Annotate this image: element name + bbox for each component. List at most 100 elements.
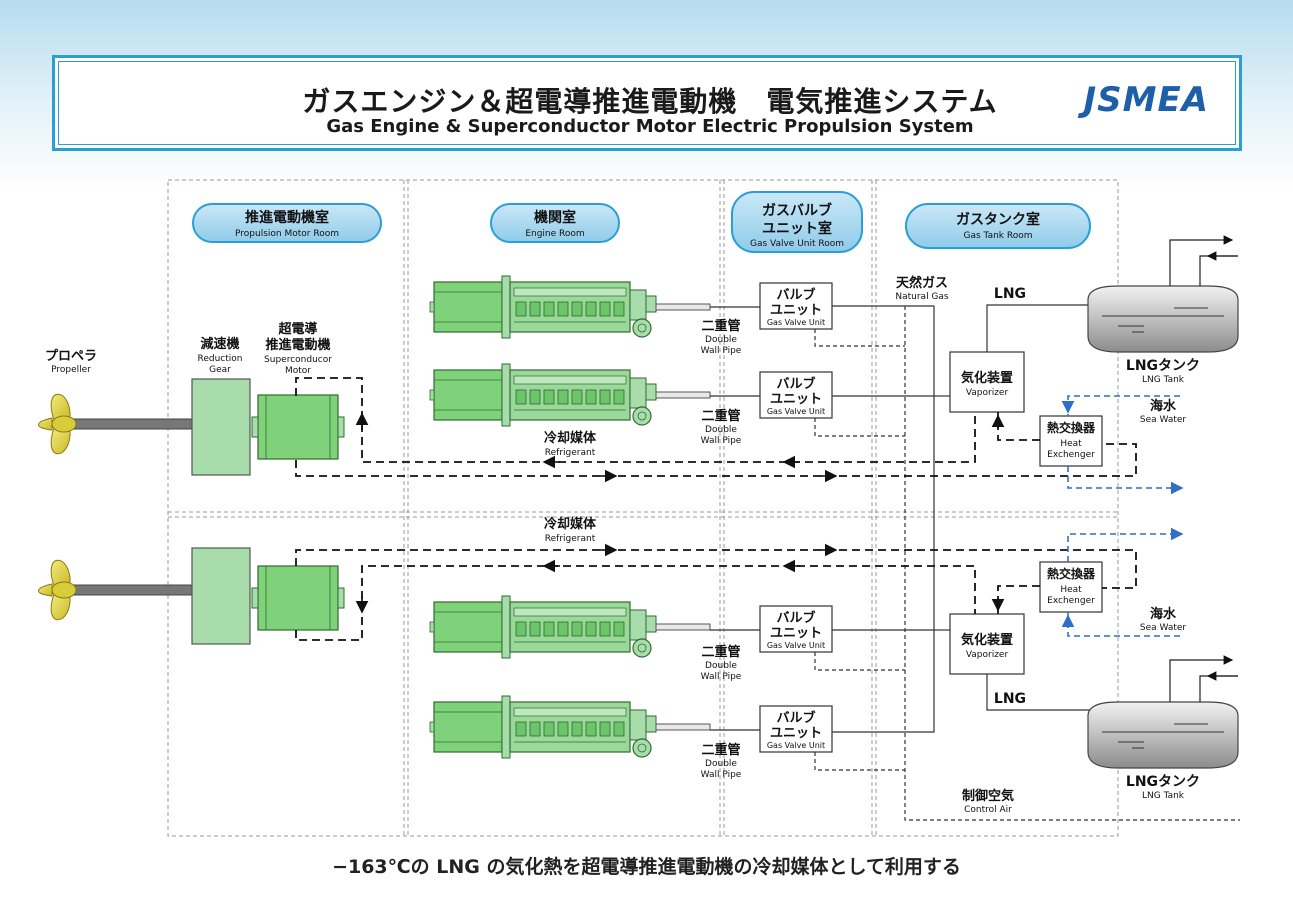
gas-engine-icon — [429, 275, 711, 339]
vaporizer-upper: 気化装置 Vaporizer — [949, 351, 1025, 413]
lng-label-lower: LNG — [994, 691, 1026, 707]
sea-water-label-jp: 海水 — [1150, 398, 1177, 414]
reduction-label-en2: Gear — [209, 365, 231, 375]
svg-text:二重管: 二重管 — [701, 644, 740, 660]
svg-text:ユニット: ユニット — [770, 392, 822, 407]
svg-text:Exchenger: Exchenger — [1047, 450, 1095, 460]
motor-label-en1: Superconducor — [264, 355, 332, 365]
svg-text:バルブ: バルブ — [776, 610, 815, 626]
propeller-label-en: Propeller — [51, 365, 91, 375]
svg-text:ユニット: ユニット — [770, 626, 822, 641]
svg-text:Gas Valve Unit: Gas Valve Unit — [767, 641, 825, 650]
refrigerant-label-jp: 冷却媒体 — [544, 430, 597, 446]
heat-exchanger-upper: 熱交換器 Heat Exchenger — [1039, 415, 1103, 467]
room-valve-jp1: ガスバルブ — [762, 202, 832, 219]
propeller-icon — [38, 393, 203, 455]
svg-text:Double: Double — [705, 335, 737, 345]
control-air-lines — [814, 306, 1240, 821]
svg-text:熱交換器: 熱交換器 — [1047, 566, 1096, 581]
svg-text:Wall Pipe: Wall Pipe — [701, 672, 742, 682]
lng-tank-label-jp: LNGタンク — [1126, 358, 1200, 374]
reduction-gear-lower — [191, 547, 251, 645]
svg-text:Heat: Heat — [1060, 585, 1082, 595]
gas-engine-icon — [429, 363, 711, 427]
lng-tank-icon — [1087, 285, 1239, 353]
svg-text:バルブ: バルブ — [776, 287, 815, 303]
room-propulsion-en: Propulsion Motor Room — [235, 229, 339, 239]
lng-tank-label-en: LNG Tank — [1142, 791, 1185, 801]
gas-engine-icon — [429, 595, 711, 659]
tank-vent-lines — [1169, 235, 1238, 702]
refrigerant-label-en: Refrigerant — [545, 534, 596, 544]
svg-text:二重管: 二重管 — [701, 408, 740, 424]
sea-water-label-en: Sea Water — [1140, 415, 1187, 425]
svg-text:ユニット: ユニット — [770, 726, 822, 741]
svg-text:Wall Pipe: Wall Pipe — [701, 436, 742, 446]
control-air-label-jp: 制御空気 — [962, 788, 1014, 804]
lng-tank-icon — [1087, 701, 1239, 769]
double-wall-pipe-label: 二重管 Double Wall Pipe — [701, 742, 742, 780]
gas-valve-unit: バルブ ユニット Gas Valve Unit — [759, 705, 833, 753]
svg-text:二重管: 二重管 — [701, 318, 740, 334]
sea-water-label-en: Sea Water — [1140, 623, 1187, 633]
room-tank-jp: ガスタンク室 — [956, 211, 1040, 228]
svg-text:Wall Pipe: Wall Pipe — [701, 770, 742, 780]
svg-text:気化装置: 気化装置 — [961, 632, 1013, 648]
room-propulsion-jp: 推進電動機室 — [245, 209, 329, 226]
reduction-gear-upper — [191, 378, 251, 476]
footer-caption: −163℃の LNG の気化熱を超電導推進電動機の冷却媒体として利用する — [332, 856, 961, 878]
heat-exchanger-lower: 熱交換器 Heat Exchenger — [1039, 561, 1103, 613]
room-valve-jp2: ユニット室 — [762, 220, 832, 237]
sea-water-label-jp: 海水 — [1150, 606, 1177, 622]
lng-label-upper: LNG — [994, 286, 1026, 302]
svg-text:気化装置: 気化装置 — [961, 370, 1013, 386]
svg-text:Vaporizer: Vaporizer — [966, 388, 1009, 398]
double-wall-pipe-label: 二重管 Double Wall Pipe — [701, 408, 742, 446]
svg-text:Exchenger: Exchenger — [1047, 596, 1095, 606]
double-wall-pipe-label: 二重管 Double Wall Pipe — [701, 318, 742, 356]
propeller-label-jp: プロペラ — [45, 349, 97, 364]
svg-text:Double: Double — [705, 759, 737, 769]
title-banner: ガスエンジン＆超電導推進電動機 電気推進システム Gas Engine & Su… — [52, 55, 1242, 151]
superconducting-motor-upper — [251, 394, 345, 460]
room-tank-en: Gas Tank Room — [964, 231, 1033, 241]
svg-text:Vaporizer: Vaporizer — [966, 650, 1009, 660]
gas-engine-icon — [429, 695, 711, 759]
svg-text:バルブ: バルブ — [776, 376, 815, 392]
room-pill-tank: ガスタンク室 Gas Tank Room — [905, 203, 1091, 249]
control-air-label-en: Control Air — [964, 805, 1012, 815]
natural-gas-label-jp: 天然ガス — [896, 275, 948, 291]
double-wall-pipe-label: 二重管 Double Wall Pipe — [701, 644, 742, 682]
room-pill-propulsion: 推進電動機室 Propulsion Motor Room — [192, 203, 382, 243]
propeller-icon — [38, 559, 203, 621]
lng-tank-label-jp: LNGタンク — [1126, 774, 1200, 790]
refrigerant-label-en: Refrigerant — [545, 448, 596, 458]
motor-label-jp2: 推進電動機 — [265, 337, 330, 353]
room-pill-engine: 機関室 Engine Room — [490, 203, 620, 243]
motor-label-jp1: 超電導 — [278, 321, 317, 337]
svg-text:Double: Double — [705, 661, 737, 671]
reduction-label-en1: Reduction — [198, 354, 243, 364]
svg-text:Gas Valve Unit: Gas Valve Unit — [767, 318, 825, 327]
room-engine-jp: 機関室 — [534, 209, 576, 226]
motor-label-en2: Motor — [285, 366, 311, 376]
svg-text:Wall Pipe: Wall Pipe — [701, 346, 742, 356]
svg-text:Gas Valve Unit: Gas Valve Unit — [767, 407, 825, 416]
svg-text:ユニット: ユニット — [770, 303, 822, 318]
refrigerant-loops — [295, 377, 1137, 641]
room-dividers — [167, 179, 1119, 837]
svg-text:Gas Valve Unit: Gas Valve Unit — [767, 741, 825, 750]
gas-valve-unit: バルブ ユニット Gas Valve Unit — [759, 371, 833, 419]
vaporizer-lower: 気化装置 Vaporizer — [949, 613, 1025, 675]
room-valve-en: Gas Valve Unit Room — [750, 239, 844, 249]
room-pill-valve: ガスバルブ ユニット室 Gas Valve Unit Room — [731, 191, 863, 253]
gas-valve-unit: バルブ ユニット Gas Valve Unit — [759, 282, 833, 330]
superconducting-motor-lower — [251, 565, 345, 631]
svg-text:バルブ: バルブ — [776, 710, 815, 726]
svg-text:Double: Double — [705, 425, 737, 435]
gas-valve-unit: バルブ ユニット Gas Valve Unit — [759, 605, 833, 653]
gas-supply-lines — [710, 304, 1090, 733]
lng-tank-label-en: LNG Tank — [1142, 375, 1185, 385]
svg-text:二重管: 二重管 — [701, 742, 740, 758]
